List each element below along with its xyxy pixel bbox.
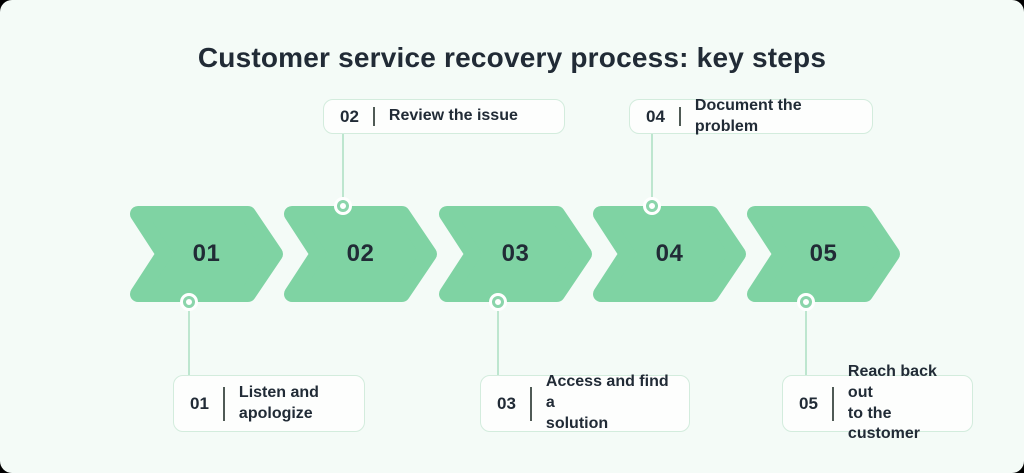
- callout-label: Review the issue: [388, 107, 518, 125]
- chevron-right-shape: [747, 206, 900, 302]
- connector-line-05: [805, 309, 807, 376]
- chevron-right-shape: [593, 206, 746, 302]
- callout-step-05: 05 Reach back out to the customer: [782, 363, 973, 442]
- chevron-right-shape: [284, 206, 437, 302]
- callout-divider: [831, 386, 834, 421]
- callout-label: Listen and apologize: [238, 383, 319, 422]
- connector-dot-03: [489, 293, 507, 311]
- step-arrow-04: 04: [591, 206, 748, 302]
- callout-number: 02: [340, 106, 359, 126]
- callout-number: 01: [190, 393, 209, 413]
- step-arrow-03: 03: [437, 206, 594, 302]
- connector-dot-05: [797, 293, 815, 311]
- callout-divider: [372, 107, 375, 126]
- step-arrow-02: 02: [282, 206, 439, 302]
- step-arrow-01: 01: [128, 206, 285, 302]
- callout-divider: [529, 386, 532, 421]
- dot-ring: [492, 296, 504, 308]
- callout-number: 05: [799, 393, 818, 413]
- callout-label: Reach back out to the customer: [847, 362, 937, 443]
- step-number: 05: [809, 240, 838, 267]
- dot-ring: [183, 296, 195, 308]
- callout-number: 03: [497, 393, 516, 413]
- callout-step-03: 03 Access and find a solution: [480, 373, 690, 432]
- connector-line-02: [342, 133, 344, 199]
- callout-step-01: 01 Listen and apologize: [173, 375, 365, 432]
- chevron-right-shape: [439, 206, 592, 302]
- connector-dot-02: [334, 197, 352, 215]
- callout-divider: [678, 107, 681, 126]
- callout-number: 04: [646, 106, 665, 126]
- callout-step-04: 04 Document the problem: [629, 97, 873, 135]
- step-number: 01: [192, 240, 221, 267]
- callout-step-02: 02 Review the issue: [323, 99, 565, 134]
- step-number: 04: [655, 240, 684, 267]
- chevron-right-shape: [130, 206, 283, 302]
- connector-line-03: [497, 309, 499, 376]
- connector-line-01: [188, 309, 190, 376]
- connector-dot-04: [643, 197, 661, 215]
- dot-ring: [800, 296, 812, 308]
- dot-ring: [337, 200, 349, 212]
- callout-divider: [222, 386, 225, 421]
- step-arrow-05: 05: [745, 206, 902, 302]
- dot-ring: [646, 200, 658, 212]
- callout-label: Access and find a solution: [545, 373, 669, 432]
- connector-line-04: [651, 133, 653, 199]
- connector-dot-01: [180, 293, 198, 311]
- step-number: 03: [501, 240, 530, 267]
- page-title: Customer service recovery process: key s…: [197, 42, 827, 73]
- callout-label: Document the problem: [694, 96, 802, 135]
- step-number: 02: [346, 240, 375, 267]
